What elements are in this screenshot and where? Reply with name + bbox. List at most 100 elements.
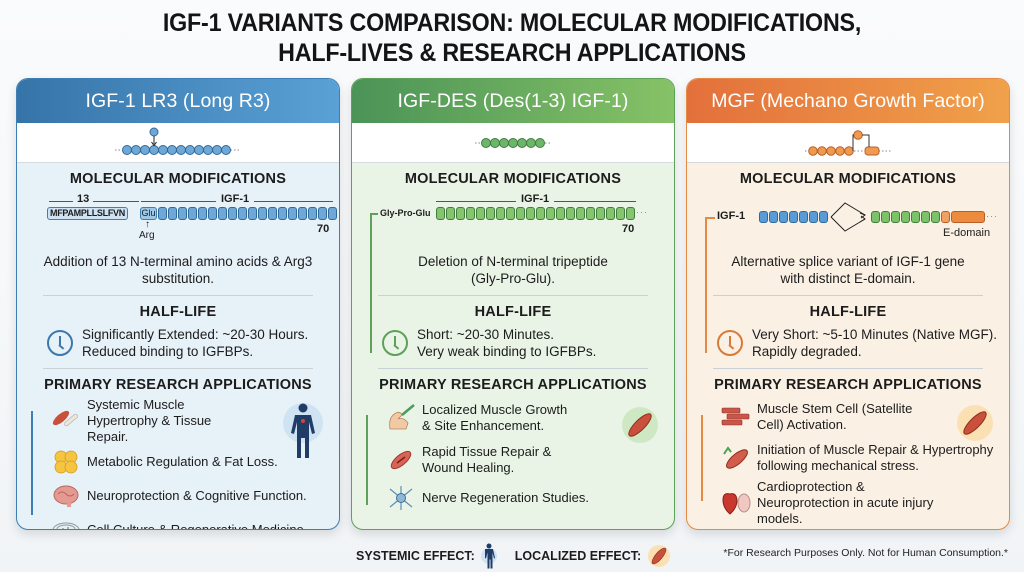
peptide-chain-icon	[475, 137, 551, 148]
list-item: Systemic Muscle Hypertrophy & Tissue Rep…	[41, 397, 339, 445]
fat-cells-icon	[51, 449, 81, 475]
residue-70-label: 70	[622, 223, 635, 235]
divider	[378, 368, 648, 369]
list-item: Nerve Regeneration Studies.	[376, 481, 674, 515]
connector-line	[705, 217, 707, 353]
effect-legend: SYSTEMIC EFFECT: LOCALIZED EFFECT:	[356, 543, 671, 569]
half-life-value: Significantly Extended: ~20-30 Hours.	[82, 327, 309, 342]
application-text: Muscle Stem Cell (Satellite Cell) Activa…	[757, 401, 913, 432]
des-sequence-diagram: IGF-1 Gly-Pro-Glu ··· 70	[366, 187, 660, 353]
list-item: Rapid Tissue Repair & Wound Healing.	[376, 439, 674, 481]
label-13: 13	[73, 193, 94, 205]
half-life-title: HALF-LIFE	[139, 304, 217, 320]
divider	[713, 368, 983, 369]
label-igf1: IGF-1	[717, 210, 746, 222]
application-text: Rapid Tissue Repair & Wound Healing.	[422, 444, 552, 475]
application-text: Neuroprotection & Cognitive Function.	[87, 488, 307, 503]
localized-effect-label: LOCALIZED EFFECT:	[514, 549, 642, 563]
applications-list: Muscle Stem Cell (Satellite Cell) Activa…	[687, 397, 1009, 527]
igf1-residue-chain: ···	[158, 207, 339, 220]
igf1-residue-chain: ···	[436, 207, 648, 220]
arm-injection-icon	[386, 404, 416, 431]
application-text: Cardioprotection & Neuroprotection in ac…	[757, 479, 934, 526]
clock-icon	[717, 330, 743, 356]
molecular-description: Alternative splice variant of IGF-1 gene…	[731, 254, 965, 286]
applications-title: PRIMARY RESEARCH APPLICATIONS	[714, 377, 982, 393]
half-life-value: Short: ~20-30 Minutes.	[417, 327, 554, 342]
deleted-tripeptide: Gly-Pro-Glu	[380, 208, 431, 218]
muscle-fiber-icon	[721, 404, 751, 430]
application-text: Systemic Muscle Hypertrophy & Tissue Rep…	[87, 397, 212, 444]
half-life-title: HALF-LIFE	[474, 304, 552, 320]
lr3-sequence-diagram: 13 IGF-1 MFPAMPLLSLFVN Glu ··· ↑ Arg 70	[31, 187, 339, 253]
list-item: Metabolic Regulation & Fat Loss.	[41, 445, 339, 479]
divider	[43, 368, 313, 369]
panel-igf1-lr3: IGF-1 LR3 (Long R3) MOLECULAR MODIFICATI…	[16, 78, 340, 530]
human-body-icon	[480, 543, 497, 569]
panel-igf-des: IGF-DES (Des(1-3) IGF-1) MOLECULAR MODIF…	[351, 78, 675, 530]
list-item: Neuroprotection & Cognitive Function.	[41, 479, 339, 513]
title-line-2: HALF-LIVES & RESEARCH APPLICATIONS	[278, 39, 746, 67]
e-domain-segment	[951, 211, 985, 223]
application-text: Initiation of Muscle Repair & Hypertroph…	[757, 442, 994, 473]
applications-title: PRIMARY RESEARCH APPLICATIONS	[44, 377, 312, 393]
half-life-note: Rapidly degraded.	[752, 344, 862, 359]
molecule-illustration	[17, 123, 339, 163]
panel-mgf: MGF (Mechano Growth Factor) MOLECULAR MO…	[686, 78, 1010, 530]
muscle-repair-icon	[721, 445, 751, 471]
arg-label: Arg	[139, 230, 155, 241]
splice-arrows-icon	[830, 202, 867, 232]
petri-dish-icon	[51, 517, 81, 529]
molecule-illustration	[352, 123, 674, 163]
page-title: IGF-1 VARIANTS COMPARISON: MOLECULAR MOD…	[36, 8, 988, 68]
list-item: Localized Muscle Growth & Site Enhanceme…	[376, 397, 674, 439]
panel-title: IGF-1 LR3 (Long R3)	[17, 79, 339, 123]
connector-line	[370, 213, 372, 353]
igf1-exons	[759, 211, 828, 223]
application-text: Localized Muscle Growth & Site Enhanceme…	[422, 402, 568, 433]
brain-icon	[51, 483, 81, 509]
human-body-icon	[281, 401, 325, 461]
bracket-line	[31, 411, 33, 515]
n-terminal-sequence: MFPAMPLLSLFVN	[47, 207, 128, 220]
application-text: Metabolic Regulation & Fat Loss.	[87, 454, 278, 469]
panel-title: IGF-DES (Des(1-3) IGF-1)	[352, 79, 674, 123]
heart-brain-icon	[721, 490, 751, 516]
e-domain-label: E-domain	[943, 227, 991, 239]
disclaimer: *For Research Purposes Only. Not for Hum…	[723, 547, 1008, 559]
neuron-icon	[386, 485, 416, 511]
molecule-illustration	[687, 123, 1009, 163]
divider	[713, 295, 983, 296]
applications-title: PRIMARY RESEARCH APPLICATIONS	[379, 377, 647, 393]
bracket-line	[701, 415, 703, 501]
list-item: Muscle Stem Cell (Satellite Cell) Activa…	[711, 397, 1009, 437]
tissue-wound-icon	[386, 447, 416, 473]
muscle-icon	[647, 544, 671, 568]
applications-list: Localized Muscle Growth & Site Enhanceme…	[352, 397, 674, 515]
peptide-chain-icon	[115, 127, 241, 155]
list-item: Cell Culture & Regenerative Medicine.	[41, 513, 339, 530]
clock-icon	[382, 330, 408, 356]
muscle-icon	[955, 403, 995, 443]
label-igf1: IGF-1	[216, 193, 255, 205]
peptide-chain-icon	[805, 129, 891, 156]
half-life-value: Very Short: ~5-10 Minutes (Native MGF).	[752, 327, 997, 342]
molecular-modifications-title: MOLECULAR MODIFICATIONS	[404, 171, 622, 187]
molecular-modifications-title: MOLECULAR MODIFICATIONS	[69, 171, 287, 187]
residue-70-label: 70	[317, 223, 330, 235]
panel-title: MGF (Mechano Growth Factor)	[687, 79, 1009, 123]
half-life-row: Short: ~20-30 Minutes. Very weak binding…	[352, 326, 674, 360]
bracket-line	[366, 415, 368, 505]
list-item: Cardioprotection & Neuroprotection in ac…	[711, 479, 1009, 527]
applications-list: Systemic Muscle Hypertrophy & Tissue Rep…	[17, 397, 339, 530]
half-life-note: Reduced binding to IGFBPs.	[82, 344, 254, 359]
glu-residue: Glu	[140, 207, 157, 220]
spliced-product: ···	[871, 211, 998, 223]
application-text: Nerve Regeneration Studies.	[422, 490, 589, 505]
half-life-note: Very weak binding to IGFBPs.	[417, 344, 597, 359]
divider	[378, 295, 648, 296]
arrow-up-icon: ↑	[145, 219, 150, 230]
half-life-row: Significantly Extended: ~20-30 Hours. Re…	[17, 326, 339, 360]
application-text: Cell Culture & Regenerative Medicine.	[87, 522, 308, 530]
